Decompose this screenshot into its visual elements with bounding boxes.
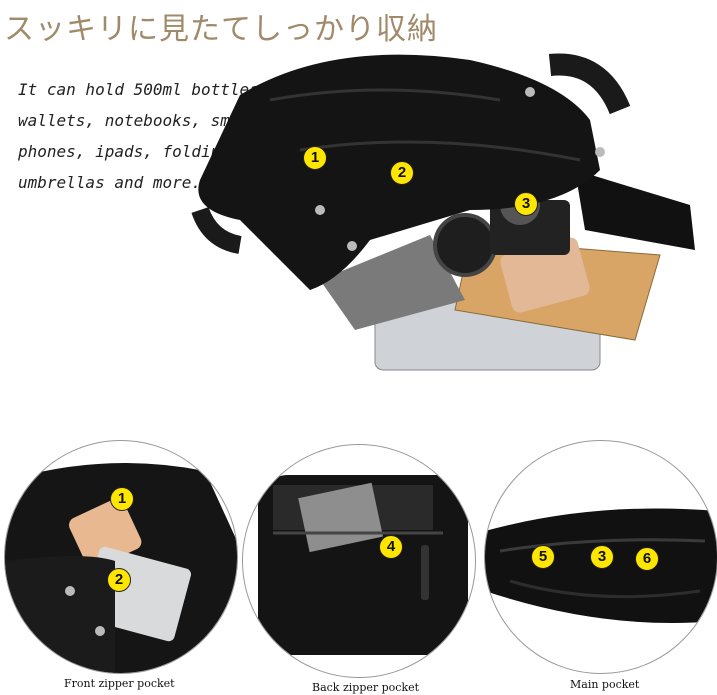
back-pocket-illustration <box>258 475 468 655</box>
badge-3: 3 <box>590 545 614 569</box>
front-pocket-illustration <box>5 463 237 673</box>
main-pocket-caption: Main pocket <box>570 678 640 691</box>
badge-2: 2 <box>107 568 131 592</box>
front-pocket-caption: Front zipper pocket <box>64 677 175 690</box>
wallet-shape <box>320 235 465 330</box>
page-title: スッキリに見たてしっかり収納 <box>4 12 438 47</box>
badge-3: 3 <box>514 192 538 216</box>
front-pocket-panel: 1 2 <box>4 440 238 674</box>
phone-shape <box>500 237 590 313</box>
badge-1: 1 <box>110 487 134 511</box>
description-line: It can hold 500ml bottles, <box>18 80 269 99</box>
back-pocket-caption: Back zipper pocket <box>312 681 420 694</box>
description-line: wallets, notebooks, smart <box>18 111 259 130</box>
umbrella-shape <box>575 170 695 250</box>
badge-6: 6 <box>635 547 659 571</box>
capacity-description: It can hold 500ml bottles, wallets, note… <box>18 74 269 198</box>
main-pocket-panel: 5 3 6 <box>484 440 717 674</box>
description-line: phones, ipads, folding <box>18 142 230 161</box>
badge-5: 5 <box>531 545 555 569</box>
badge-2: 2 <box>390 161 414 185</box>
badge-1: 1 <box>303 146 327 170</box>
watch-shape <box>433 213 497 277</box>
back-pocket-panel: 4 <box>242 444 476 678</box>
description-line: umbrellas and more. <box>18 173 202 192</box>
bag-illustration <box>191 53 695 371</box>
bag-strap <box>548 53 631 115</box>
hero-product-image: 1 2 3 <box>180 40 710 380</box>
badge-4: 4 <box>379 535 403 559</box>
